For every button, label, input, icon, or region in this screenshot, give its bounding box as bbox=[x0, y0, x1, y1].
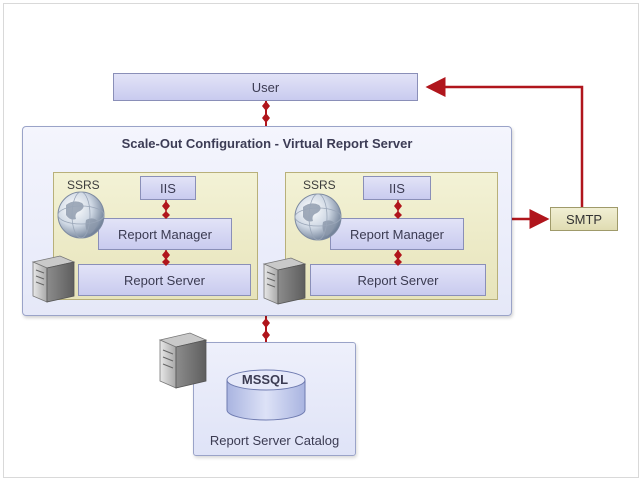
connector-diamonds bbox=[162, 101, 402, 340]
node-2-report-server-label: Report Server bbox=[357, 272, 439, 288]
server-icon bbox=[158, 332, 208, 389]
database-cylinder-icon bbox=[226, 369, 306, 421]
diagram-frame bbox=[3, 3, 639, 478]
node-2-report-manager-label: Report Manager bbox=[350, 226, 444, 242]
smtp-to-user-line bbox=[425, 77, 584, 207]
catalog-label: Report Server Catalog bbox=[209, 433, 340, 448]
node-2-iis-box: IIS bbox=[363, 176, 431, 200]
user-label: User bbox=[251, 79, 280, 95]
globe-icon bbox=[57, 191, 105, 239]
diamond-user-bottom bbox=[262, 113, 270, 123]
node-2-diamond-rm-top bbox=[394, 211, 402, 219]
ssrs-node-2-label: SSRS bbox=[303, 178, 336, 192]
smtp-box: SMTP bbox=[550, 207, 618, 231]
diamond-catalog-bottom bbox=[262, 330, 270, 340]
server-icon bbox=[262, 257, 307, 305]
user-box: User bbox=[113, 73, 418, 101]
node-1-diamond-rm-top bbox=[162, 211, 170, 219]
ssrs-node-1-label: SSRS bbox=[67, 178, 100, 192]
node-1-report-manager-box: Report Manager bbox=[98, 218, 232, 250]
scale-out-title: Scale-Out Configuration - Virtual Report… bbox=[121, 136, 413, 151]
database-label: MSSQL bbox=[241, 372, 289, 387]
node-1-iis-label: IIS bbox=[160, 180, 176, 196]
smtp-label: SMTP bbox=[565, 211, 603, 227]
node-2-report-server-box: Report Server bbox=[310, 264, 486, 296]
node-2-iis-label: IIS bbox=[389, 180, 405, 196]
node-2-diamond-iis bbox=[394, 201, 402, 211]
node-2-report-manager-box: Report Manager bbox=[330, 218, 464, 250]
node-1-diamond-rm bbox=[162, 250, 170, 260]
diamond-catalog-top bbox=[262, 318, 270, 328]
diamond-user-top bbox=[262, 101, 270, 111]
globe-icon bbox=[294, 193, 342, 241]
node-2-diamond-rm bbox=[394, 250, 402, 260]
node-1-diamond-rs bbox=[162, 258, 170, 266]
node-1-iis-box: IIS bbox=[140, 176, 196, 200]
node-2-diamond-rs bbox=[394, 258, 402, 266]
node-1-diamond-iis bbox=[162, 201, 170, 211]
node-1-report-server-box: Report Server bbox=[78, 264, 251, 296]
node-1-report-manager-label: Report Manager bbox=[118, 226, 212, 242]
node-1-report-server-label: Report Server bbox=[124, 272, 205, 288]
server-icon bbox=[31, 255, 76, 303]
